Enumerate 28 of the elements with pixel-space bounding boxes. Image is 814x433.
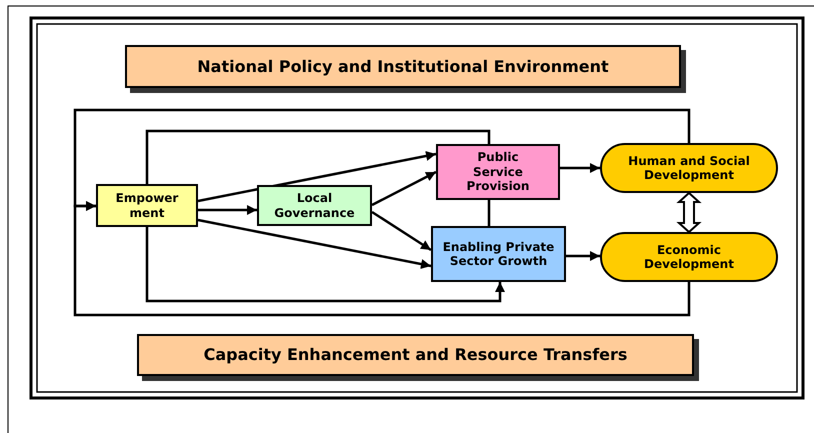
arrow xyxy=(198,151,436,202)
heading-band xyxy=(137,334,694,376)
outcome-pill xyxy=(600,143,778,193)
node-label: Enabling Private Sector Growth xyxy=(442,240,556,268)
arrow xyxy=(198,205,257,215)
arrow xyxy=(560,163,600,173)
arrow xyxy=(146,227,505,302)
process-box xyxy=(431,226,566,282)
node-label: Local Governance xyxy=(273,191,356,220)
heading-band xyxy=(125,45,681,88)
process-box xyxy=(257,185,372,226)
arrow xyxy=(371,210,432,252)
node-label: Economic Development xyxy=(643,242,735,272)
arrow xyxy=(74,201,690,316)
outcome-pill xyxy=(600,232,778,282)
node-label: Capacity Enhancement and Resource Transfers xyxy=(204,345,628,365)
process-box xyxy=(96,184,198,227)
connector-line xyxy=(488,200,490,226)
node-label: Public Service Provision xyxy=(466,150,530,194)
process-box xyxy=(436,144,560,200)
connector-line xyxy=(146,130,490,184)
double-arrow xyxy=(676,192,702,234)
node-label: Empower ment xyxy=(114,191,180,220)
arrow xyxy=(198,218,432,269)
node-label: National Policy and Institutional Environment xyxy=(197,56,609,76)
node-label: Human and Social Development xyxy=(627,154,751,182)
arrow xyxy=(371,170,437,206)
arrow xyxy=(566,251,600,261)
